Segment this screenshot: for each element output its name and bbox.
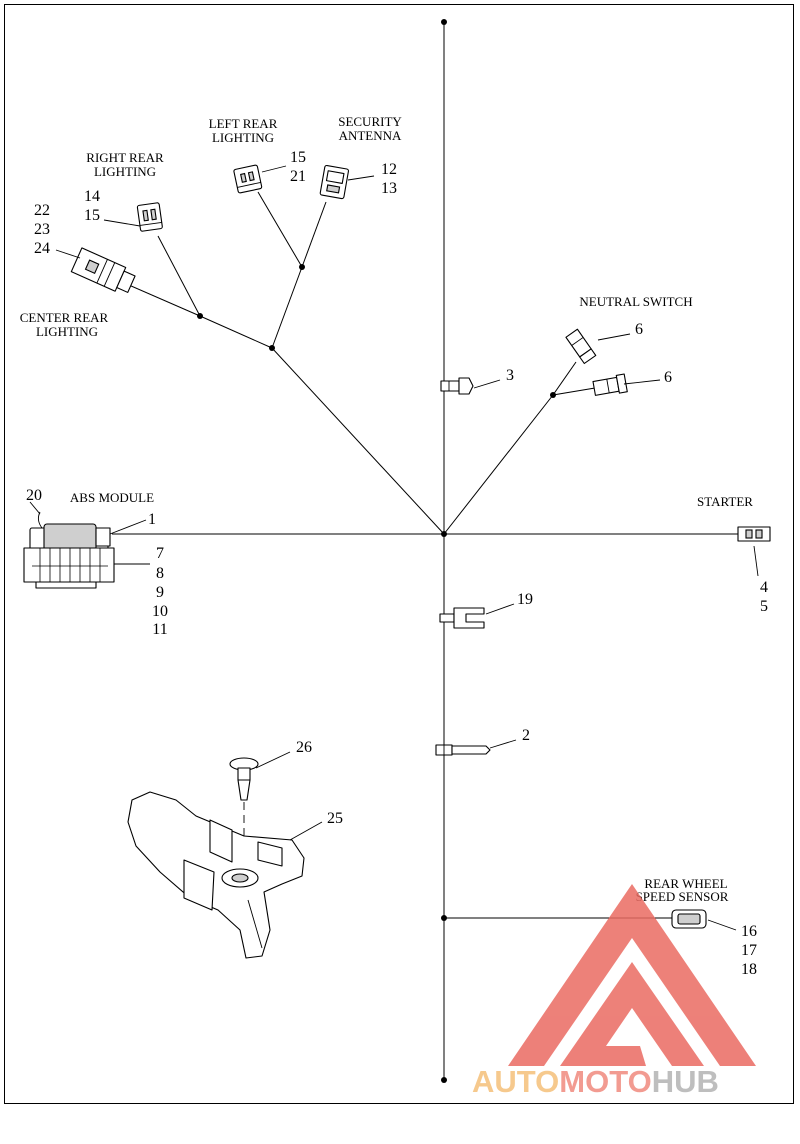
neutral-wire-a bbox=[552, 361, 577, 396]
speed-sensor-label-1: REAR WHEEL bbox=[644, 876, 727, 891]
watermark-logo-triangle bbox=[508, 884, 756, 1066]
splice-e bbox=[441, 915, 447, 921]
branch-wire-a bbox=[199, 315, 273, 349]
callout-numbers: 14 15 22 23 24 15 21 12 13 6 6 3 1 20 7 … bbox=[26, 149, 768, 978]
callout-14: 14 bbox=[84, 188, 100, 205]
callout-25: 25 bbox=[327, 810, 343, 827]
leader-lines bbox=[29, 165, 759, 931]
push-pin-26 bbox=[229, 757, 259, 880]
right-rear-wire bbox=[157, 235, 201, 317]
callout-8: 8 bbox=[156, 565, 164, 582]
callout-10: 10 bbox=[152, 603, 168, 620]
center-rear-lighting-label-2: LIGHTING bbox=[36, 324, 98, 339]
callout-23: 23 bbox=[34, 221, 50, 238]
starter-label: STARTER bbox=[697, 494, 753, 509]
harness-clip-19 bbox=[439, 607, 485, 629]
callout-17: 17 bbox=[741, 942, 757, 959]
abs-module-label: ABS MODULE bbox=[70, 490, 154, 505]
callout-15-left: 15 bbox=[290, 149, 306, 166]
callout-3: 3 bbox=[506, 367, 514, 384]
callout-11: 11 bbox=[152, 621, 167, 638]
callout-6-bottom: 6 bbox=[664, 369, 672, 386]
right-rear-lighting-label-1: RIGHT REAR bbox=[86, 150, 164, 165]
splice-points bbox=[197, 19, 556, 1083]
watermark-auto: AUTO bbox=[472, 1064, 559, 1099]
watermark-hub: HUB bbox=[652, 1064, 719, 1099]
splice-b bbox=[197, 313, 203, 319]
callout-20: 20 bbox=[26, 487, 42, 504]
rear-lighting-branch-wire bbox=[271, 347, 445, 535]
harness-clip-2 bbox=[435, 744, 491, 756]
left-rear-lighting-label-2: LIGHTING bbox=[212, 130, 274, 145]
neutral-switch-connector-top bbox=[565, 328, 597, 365]
rear-wheel-speed-sensor-connector bbox=[671, 909, 707, 929]
watermark-moto: MOTO bbox=[559, 1064, 651, 1099]
callout-1: 1 bbox=[148, 511, 156, 528]
callout-13: 13 bbox=[381, 180, 397, 197]
trunk-end-top bbox=[441, 19, 447, 25]
callout-2: 2 bbox=[522, 727, 530, 744]
callout-5: 5 bbox=[760, 598, 768, 615]
callout-12: 12 bbox=[381, 161, 397, 178]
callout-6-top: 6 bbox=[635, 321, 643, 338]
callout-7: 7 bbox=[156, 545, 164, 562]
splice-c bbox=[299, 264, 305, 270]
callout-22: 22 bbox=[34, 202, 50, 219]
right-rear-lighting-label-2: LIGHTING bbox=[94, 164, 156, 179]
automotohub-watermark: AUTOMOTOHUB bbox=[472, 884, 756, 1099]
callout-18: 18 bbox=[741, 961, 757, 978]
callout-26: 26 bbox=[296, 739, 312, 756]
center-splice bbox=[441, 531, 447, 537]
abs-module bbox=[23, 511, 115, 589]
security-antenna-label-1: SECURITY bbox=[338, 114, 402, 129]
neutral-switch-label: NEUTRAL SWITCH bbox=[579, 294, 692, 309]
callout-24: 24 bbox=[34, 240, 50, 257]
right-rear-lighting-connector bbox=[136, 202, 163, 232]
neutral-switch-connector-bottom bbox=[592, 373, 628, 396]
harness-wires bbox=[112, 22, 742, 1080]
diagram-frame bbox=[4, 4, 794, 1104]
mounting-bracket-25 bbox=[127, 791, 305, 959]
trunk-end-bottom bbox=[441, 1077, 447, 1083]
callout-19: 19 bbox=[517, 591, 533, 608]
neutral-branch-wire bbox=[443, 394, 554, 535]
center-rear-lighting-connector bbox=[70, 247, 136, 293]
neutral-wire-b bbox=[552, 387, 596, 396]
center-rear-lighting-label-1: CENTER REAR bbox=[20, 310, 109, 325]
harness-clip-3 bbox=[440, 377, 474, 395]
callout-21: 21 bbox=[290, 168, 306, 185]
callout-15-right: 15 bbox=[84, 207, 100, 224]
starter-connector bbox=[737, 526, 771, 542]
left-rear-lighting-connector bbox=[233, 164, 263, 194]
callout-9: 9 bbox=[156, 584, 164, 601]
component-labels: RIGHT REAR LIGHTING LEFT REAR LIGHTING S… bbox=[20, 114, 754, 904]
callout-4: 4 bbox=[760, 579, 768, 596]
security-antenna-wire bbox=[301, 201, 327, 268]
splice-a bbox=[269, 345, 275, 351]
watermark-text: AUTOMOTOHUB bbox=[472, 1064, 719, 1099]
center-rear-wire bbox=[121, 281, 201, 317]
security-antenna-label-2: ANTENNA bbox=[339, 128, 402, 143]
callout-16: 16 bbox=[741, 923, 757, 940]
splice-d bbox=[550, 392, 556, 398]
branch-wire-b bbox=[271, 266, 303, 349]
speed-sensor-label-2: SPEED SENSOR bbox=[636, 889, 729, 904]
security-antenna-connector bbox=[319, 164, 350, 200]
left-rear-lighting-label-1: LEFT REAR bbox=[209, 116, 278, 131]
left-rear-wire bbox=[257, 191, 303, 268]
